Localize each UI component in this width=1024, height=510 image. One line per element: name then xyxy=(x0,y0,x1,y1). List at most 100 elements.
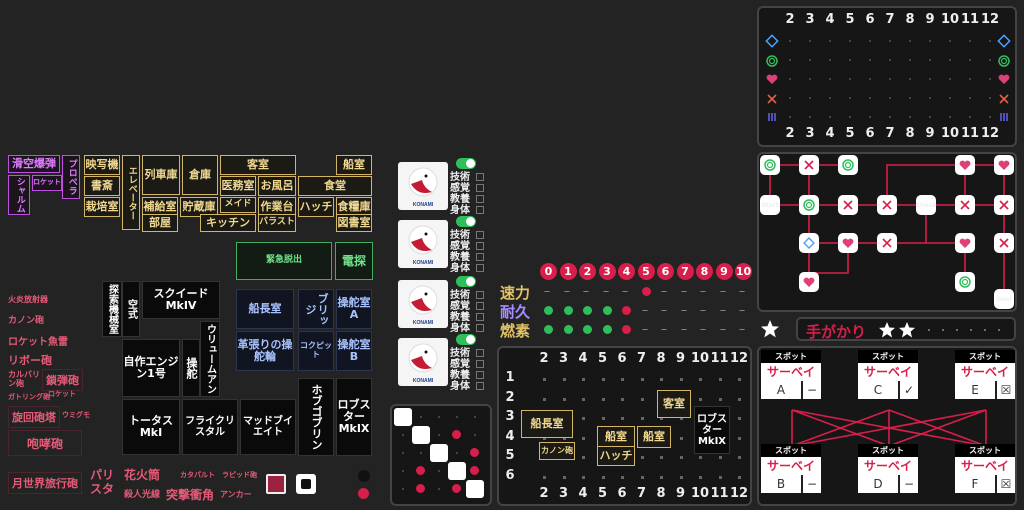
dice-red-dot[interactable] xyxy=(470,448,479,457)
character-toggle[interactable] xyxy=(456,158,476,169)
dice-red-dot[interactable] xyxy=(452,430,461,439)
weapon-ballista[interactable]: パリスタ xyxy=(90,468,115,496)
spot-check[interactable]: ✓ xyxy=(900,381,918,399)
weapon-death-ray[interactable]: 殺人光線 xyxy=(124,490,161,500)
room-cockpit[interactable]: コクピット xyxy=(298,331,334,371)
ship-room-guest[interactable]: 客室 xyxy=(657,390,691,418)
white-token[interactable] xyxy=(296,474,316,494)
stat-track-dot[interactable] xyxy=(622,291,628,292)
stat-checkbox[interactable] xyxy=(476,313,484,321)
dice-red-dot[interactable] xyxy=(416,466,425,475)
stat-track-dot[interactable] xyxy=(622,306,631,315)
room-projector[interactable]: 映写機 xyxy=(84,155,120,175)
ship-room-cabin-1[interactable]: 船室 xyxy=(597,426,635,448)
room-radar[interactable]: 電探 xyxy=(335,242,373,280)
stat-track-dot[interactable] xyxy=(661,291,667,292)
stat-checkbox[interactable] xyxy=(476,382,484,390)
character-card[interactable]: KONAMI xyxy=(398,162,448,210)
room-hatch[interactable]: ハッチ xyxy=(298,197,334,217)
route-node-heart[interactable] xyxy=(799,272,819,292)
stat-track-dot[interactable] xyxy=(680,291,687,292)
stat-track-dot[interactable] xyxy=(544,325,553,334)
dice-red-dot[interactable] xyxy=(416,484,425,493)
weapon-ribault[interactable]: リボー砲 xyxy=(8,354,52,367)
room-exploration[interactable]: 探索機械室 xyxy=(102,281,122,337)
weapon-cannon[interactable]: カノン砲 xyxy=(8,316,45,326)
stat-checkbox[interactable] xyxy=(476,291,484,299)
room-cabin[interactable]: 船室 xyxy=(336,155,372,175)
weapon-chain-shot[interactable]: 鎖弾砲 xyxy=(42,369,83,391)
route-node-heart[interactable] xyxy=(994,155,1014,175)
route-node-heart[interactable] xyxy=(955,233,975,253)
stat-track-dot[interactable] xyxy=(583,325,592,334)
stat-track-dot[interactable] xyxy=(739,329,745,330)
stat-track-dot[interactable] xyxy=(641,287,651,296)
route-node-diamond[interactable] xyxy=(799,233,819,253)
weapon-rocket-torpedo[interactable]: ロケット魚雷 xyxy=(8,337,68,348)
spot-check[interactable]: − xyxy=(900,475,918,493)
route-check-node[interactable]: Check xyxy=(916,195,936,215)
spot-check[interactable]: − xyxy=(803,475,821,493)
room-maid[interactable]: メイド xyxy=(220,197,256,213)
room-kitchen[interactable]: キッチン xyxy=(200,214,256,232)
stat-checkbox[interactable] xyxy=(476,349,484,357)
room-escape[interactable]: 緊急脱出 xyxy=(236,242,332,280)
room-homemade-engine[interactable]: 自作エンジン1号 xyxy=(122,339,180,397)
red-token[interactable] xyxy=(266,474,286,494)
stat-track-dot[interactable] xyxy=(544,306,553,315)
stat-track-dot[interactable] xyxy=(563,306,573,315)
stat-track-dot[interactable] xyxy=(661,329,667,330)
route-node-heart[interactable] xyxy=(955,155,975,175)
stat-track-dot[interactable] xyxy=(700,291,706,292)
star-icon[interactable] xyxy=(760,319,780,339)
room-squid[interactable]: スクイードMkIV xyxy=(142,281,220,319)
stat-track-dot[interactable] xyxy=(739,291,745,292)
stat-checkbox[interactable] xyxy=(476,360,484,368)
weapon-rapid[interactable]: ラピッド砲 xyxy=(222,471,257,479)
stat-track-dot[interactable] xyxy=(602,306,612,315)
room-mad-v8[interactable]: マッドブイエイト xyxy=(240,399,296,455)
stat-track-dot[interactable] xyxy=(719,329,726,330)
star-icon[interactable] xyxy=(878,321,896,339)
room-ballast[interactable]: バラスト xyxy=(258,214,296,232)
route-goal-node[interactable]: Goal xyxy=(994,289,1014,309)
stat-checkbox[interactable] xyxy=(476,371,484,379)
dark-token[interactable] xyxy=(358,470,370,482)
route-node-circle[interactable] xyxy=(955,272,975,292)
weapon-catapult[interactable]: カタパルト xyxy=(180,471,215,479)
stat-checkbox[interactable] xyxy=(476,195,484,203)
character-card[interactable]: KONAMI xyxy=(398,220,448,268)
stat-track-dot[interactable] xyxy=(583,306,592,315)
stat-track-dot[interactable] xyxy=(622,325,631,334)
room-hobgoblin[interactable]: ホブゴブリン xyxy=(298,378,334,456)
room-medical[interactable]: 医務室 xyxy=(220,176,256,196)
route-node-cross[interactable] xyxy=(877,233,897,253)
dice-white-cell[interactable] xyxy=(394,408,412,426)
ship-room-cannon[interactable]: カノン砲 xyxy=(539,442,575,460)
route-node-cross[interactable] xyxy=(994,195,1014,215)
ship-room-cabin-2[interactable]: 船室 xyxy=(637,426,671,448)
spot-check[interactable]: ☒ xyxy=(997,381,1015,399)
stat-track-dot[interactable] xyxy=(641,329,648,330)
weapon-anchor[interactable]: アンカー xyxy=(220,490,252,499)
stat-checkbox[interactable] xyxy=(476,302,484,310)
character-toggle[interactable] xyxy=(456,216,476,227)
spot-check[interactable]: ☒ xyxy=(997,475,1015,493)
weapon-moon-cannon[interactable]: 月世界旅行砲 xyxy=(8,472,82,494)
stat-track-dot[interactable] xyxy=(680,310,687,311)
stat-track-dot[interactable] xyxy=(700,329,706,330)
room-helm-a[interactable]: 操舵室A xyxy=(336,289,372,329)
dice-white-cell[interactable] xyxy=(448,462,466,480)
route-start-node[interactable]: Start xyxy=(760,195,780,215)
route-node-circle[interactable] xyxy=(838,155,858,175)
red-dot-token[interactable] xyxy=(358,488,369,499)
room-greenhouse[interactable]: 栽培室 xyxy=(84,197,120,217)
room-charm[interactable]: シャルム xyxy=(8,175,30,215)
room-propeller[interactable]: プロペラ xyxy=(62,155,80,199)
weapon-gatling[interactable]: ガトリング砲 xyxy=(8,393,50,401)
